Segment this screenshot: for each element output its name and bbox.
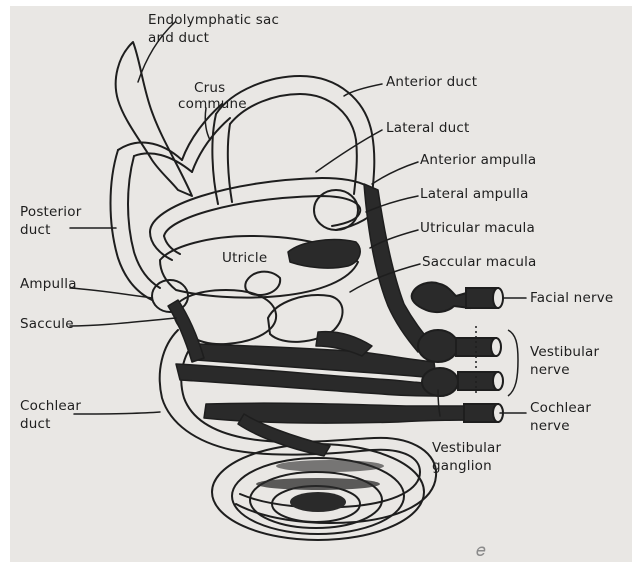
label-vestibular-ganglion-2: ganglion xyxy=(432,458,492,475)
label-ampulla: Ampulla xyxy=(20,276,77,293)
label-utricle: Utricle xyxy=(222,250,267,267)
label-anterior-ampulla: Anterior ampulla xyxy=(420,152,536,169)
label-cochlear-nerve-2: nerve xyxy=(530,418,570,435)
label-lateral-ampulla: Lateral ampulla xyxy=(420,186,529,203)
label-crus: Crus xyxy=(194,80,225,97)
utricular-nerve-branch xyxy=(288,240,360,268)
label-posterior: Posterior xyxy=(20,204,81,221)
label-saccule: Saccule xyxy=(20,316,74,333)
facial-nerve-geniculate xyxy=(412,282,470,312)
label-utricular-macula: Utricular macula xyxy=(420,220,535,237)
label-anterior-duct: Anterior duct xyxy=(386,74,477,91)
label-commune: commune xyxy=(178,96,247,113)
label-vestibular-ganglion-1: Vestibular xyxy=(432,440,501,457)
label-facial-nerve: Facial nerve xyxy=(530,290,613,307)
vestibular-nerve-bracket xyxy=(508,330,518,396)
pencil-mark: 𝑒 xyxy=(476,540,486,561)
label-cochlear-duct-2: duct xyxy=(20,416,51,433)
label-vestibular-nerve-2: nerve xyxy=(530,362,570,379)
cochlea-modiolus xyxy=(290,492,346,512)
label-and-duct: and duct xyxy=(148,30,209,47)
label-endolymphatic-sac: Endolymphatic sac xyxy=(148,12,279,29)
label-posterior-duct: duct xyxy=(20,222,51,239)
endolymphatic-sac-shape xyxy=(116,42,192,196)
label-saccular-macula: Saccular macula xyxy=(422,254,537,271)
label-lateral-duct: Lateral duct xyxy=(386,120,470,137)
label-cochlear-nerve-1: Cochlear xyxy=(530,400,591,417)
label-vestibular-nerve-1: Vestibular xyxy=(530,344,599,361)
vestibular-ganglion-superior xyxy=(418,330,458,362)
label-cochlear-duct-1: Cochlear xyxy=(20,398,81,415)
vestibular-ganglion-inferior xyxy=(422,368,458,396)
